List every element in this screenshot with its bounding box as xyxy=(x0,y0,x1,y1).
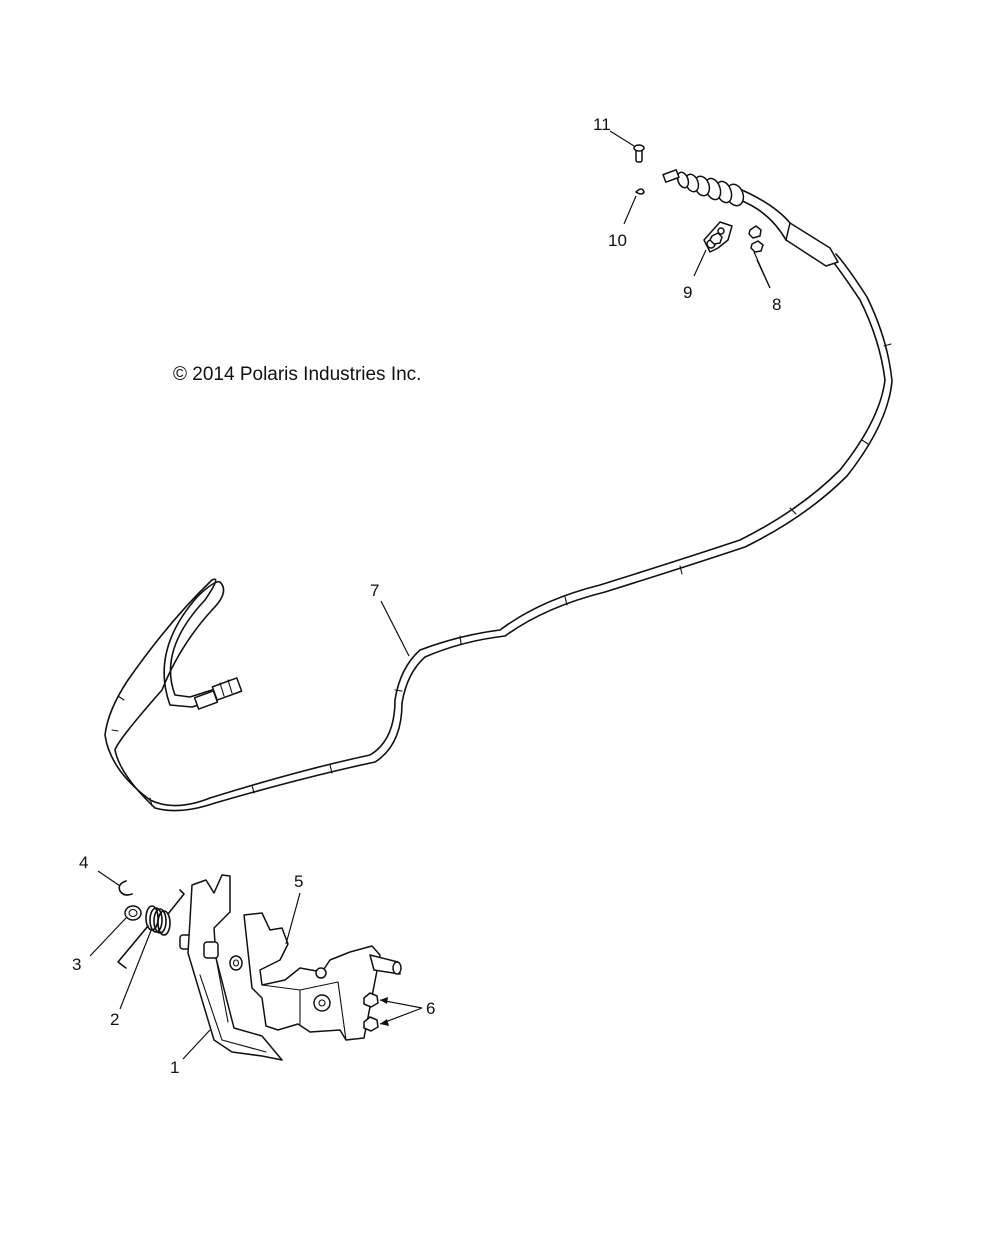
clevis-pin xyxy=(633,144,645,163)
bolts xyxy=(709,225,764,253)
callout-10: 10 xyxy=(608,231,627,250)
callout-8: 8 xyxy=(772,295,781,314)
cable-boot xyxy=(662,169,745,207)
nut-upper xyxy=(363,992,379,1008)
callout-6: 6 xyxy=(426,999,435,1018)
callout-labels: 11 10 9 8 7 5 4 3 2 6 1 xyxy=(72,115,781,1077)
cotter-clip xyxy=(635,188,645,195)
callout-1: 1 xyxy=(170,1058,179,1077)
callout-5: 5 xyxy=(294,872,303,891)
callout-4: 4 xyxy=(79,853,88,872)
pedal-assembly xyxy=(117,874,402,1061)
torsion-spring xyxy=(117,889,185,969)
retaining-ring xyxy=(118,880,133,896)
leader-lines xyxy=(89,130,771,1060)
callout-2: 2 xyxy=(110,1010,119,1029)
callout-3: 3 xyxy=(72,955,81,974)
bushing xyxy=(124,905,142,921)
callout-11: 11 xyxy=(593,115,611,134)
copyright-notice: © 2014 Polaris Industries Inc. xyxy=(173,364,422,385)
callout-9: 9 xyxy=(683,283,692,302)
throttle-cable xyxy=(104,169,893,812)
callout-7: 7 xyxy=(370,581,379,600)
nut-lower xyxy=(363,1016,379,1032)
